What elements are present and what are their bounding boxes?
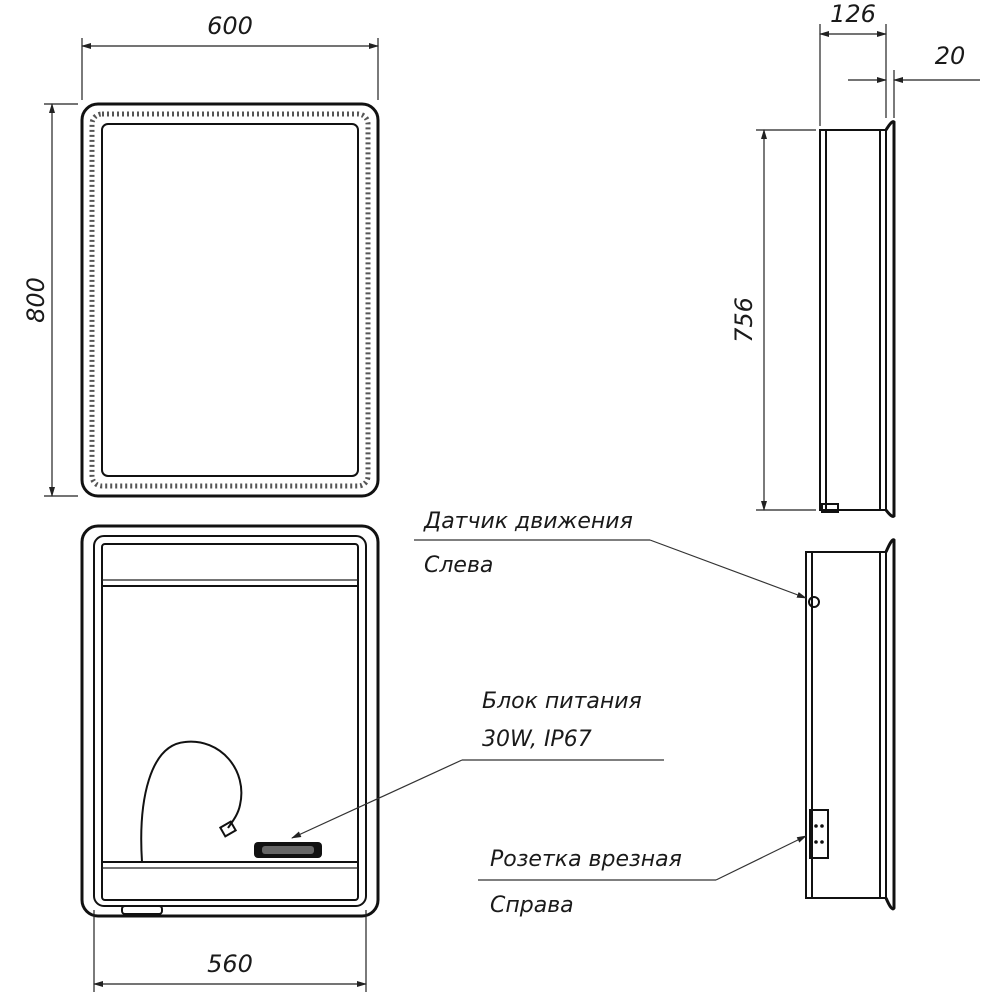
open-outer-frame [80, 524, 380, 918]
dimension-20: 20 [848, 42, 980, 118]
dimension-756-label: 756 [730, 297, 758, 343]
dimension-560: 560 [93, 910, 367, 992]
power-cable [140, 740, 243, 863]
callout-power-supply: Блок питания 30W, IP67 [291, 689, 664, 839]
dimension-560-label: 560 [207, 950, 253, 978]
dimension-600-label: 600 [207, 12, 253, 40]
dimension-756: 756 [730, 129, 816, 511]
mirror-inner-frame [101, 123, 359, 477]
socket-subtitle: Справа [490, 893, 574, 918]
dimension-600: 600 [81, 12, 379, 100]
side-bottom-detail [821, 503, 839, 513]
side-view-lower [805, 538, 896, 911]
callout-socket: Розетка врезная Справа [478, 835, 807, 918]
dimension-800-label: 800 [22, 277, 50, 323]
cable-connector [218, 820, 238, 838]
socket [809, 809, 829, 859]
motion-sensor-title: Датчик движения [423, 509, 633, 534]
dimension-126: 126 [819, 0, 887, 126]
dimension-20-label: 20 [935, 42, 966, 70]
open-view [80, 524, 380, 918]
mirror-outer-frame [80, 102, 380, 498]
led-strip [89, 111, 371, 489]
motion-sensor [808, 596, 820, 608]
power-supply-subtitle: 30W, IP67 [482, 727, 592, 752]
side-view [819, 120, 896, 518]
dimension-126-label: 126 [830, 0, 876, 28]
callout-motion-sensor: Датчик движения Слева [414, 509, 807, 599]
dimension-800: 800 [22, 103, 78, 497]
power-supply-title: Блок питания [482, 689, 642, 714]
socket-title: Розетка врезная [490, 847, 682, 872]
front-view [80, 102, 380, 498]
motion-sensor-subtitle: Слева [424, 553, 493, 578]
